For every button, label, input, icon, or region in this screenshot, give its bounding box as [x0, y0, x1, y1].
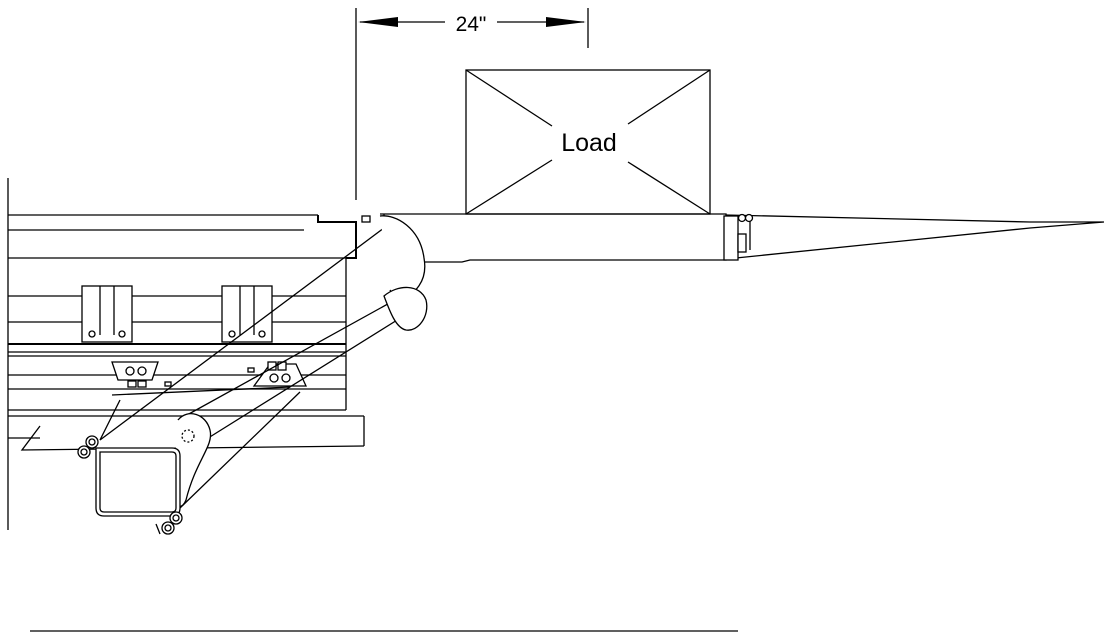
pivot-pin-icon	[181, 429, 195, 443]
platform-tip-pin	[361, 215, 371, 223]
bolt-icon	[258, 330, 266, 338]
load-diagonal-tr	[627, 69, 711, 125]
load-box: Load	[465, 69, 711, 215]
square-tube-mount	[77, 435, 183, 535]
dimension-label: 24"	[456, 13, 487, 36]
load-diagonal-bl	[465, 159, 553, 215]
bolt-icon	[118, 330, 126, 338]
bolt-icon	[88, 330, 96, 338]
square-tube-outer	[95, 447, 181, 517]
nut-icon	[169, 511, 183, 525]
dimension-24in: 24"	[355, 8, 589, 200]
platform-ramp	[725, 214, 1105, 260]
bed-sill-profile	[317, 215, 357, 259]
pivot-block	[383, 286, 428, 331]
platform-hinge-block	[723, 215, 739, 261]
bolt-icon	[228, 330, 236, 338]
load-diagonal-br	[627, 161, 711, 215]
load-diagonal-tl	[465, 69, 553, 127]
mount-bracket-left	[81, 285, 133, 343]
nut-icon	[161, 521, 175, 535]
platform	[361, 213, 1105, 263]
upper-lift-arm	[99, 227, 385, 441]
platform-main-section	[380, 213, 727, 263]
dimension-arrow-right	[546, 17, 586, 27]
electrical-connector-left	[111, 361, 172, 388]
electrical-connector-right	[247, 361, 308, 387]
lift-arms	[99, 215, 428, 509]
ramp-latch	[737, 233, 747, 253]
nut-icon	[85, 435, 99, 449]
nut-icon	[77, 445, 91, 459]
hinge-pin-icon	[737, 213, 747, 223]
truck-body	[7, 178, 365, 530]
load-label: Load	[561, 129, 617, 157]
mount-bracket-right	[221, 285, 273, 343]
lower-frame-plate	[20, 425, 365, 451]
dimension-arrow-left	[358, 17, 398, 27]
